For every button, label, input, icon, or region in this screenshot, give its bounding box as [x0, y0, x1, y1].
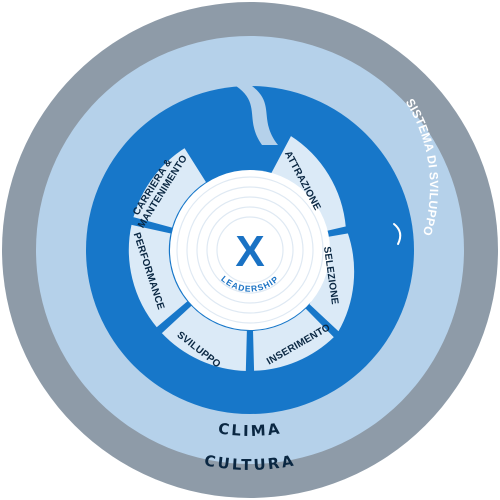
center-disc: [170, 170, 330, 330]
ring-notch: [236, 86, 278, 145]
sistema-bracket-icon: [393, 223, 402, 245]
segment-ring: [126, 133, 357, 374]
segment-carriera[interactable]: [130, 145, 209, 231]
clima-label: CLIMA: [217, 419, 283, 440]
segment-performance[interactable]: [126, 222, 191, 331]
center-ripples: [176, 176, 324, 324]
center-symbol: X: [235, 227, 264, 276]
cultura-label: CULTURA: [203, 451, 297, 474]
